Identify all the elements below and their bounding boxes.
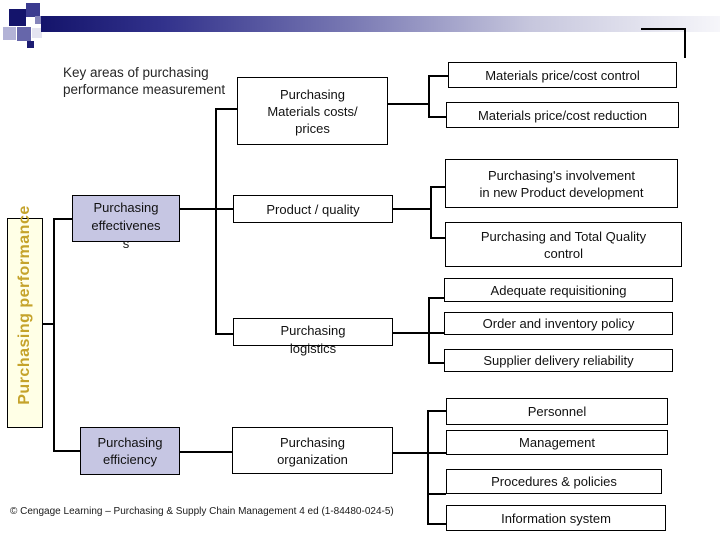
box-materials-costs-prices: Purchasing Materials costs/ prices: [237, 77, 388, 145]
box-order-inventory-policy: Order and inventory policy: [444, 312, 673, 335]
box-label: Purchasing's involvement in new Product …: [479, 167, 644, 200]
box-label: Order and inventory policy: [482, 316, 635, 331]
box-label: Personnel: [527, 404, 587, 419]
connector: [427, 493, 446, 495]
page-title: Key areas of purchasing performance meas…: [63, 65, 226, 97]
connector: [393, 452, 446, 454]
connector: [684, 28, 686, 58]
box-label: Management: [519, 435, 595, 450]
connector: [428, 75, 430, 117]
deco-square-icon: [26, 3, 40, 17]
deco-gradient-bar: [41, 16, 720, 32]
deco-square-icon: [17, 27, 31, 41]
deco-square-icon: [3, 27, 16, 40]
connector: [641, 28, 684, 30]
connector: [428, 297, 444, 299]
connector: [430, 237, 445, 239]
box-information-system: Information system: [446, 505, 666, 531]
box-label: Purchasing logistics: [280, 323, 346, 356]
side-label: Purchasing performance: [16, 205, 33, 405]
connector: [430, 186, 432, 238]
box-supplier-delivery-reliability: Supplier delivery reliability: [444, 349, 673, 372]
box-label: Adequate requisitioning: [490, 282, 627, 298]
connector: [427, 410, 446, 412]
box-label: Information system: [501, 510, 611, 526]
deco-square-icon: [9, 9, 26, 26]
box-purchasing-effectiveness: Purchasing effectivenes s: [72, 195, 180, 251]
connector: [427, 410, 429, 524]
connector: [388, 103, 428, 105]
connector: [43, 323, 53, 325]
connector: [428, 75, 448, 77]
connector: [215, 108, 237, 110]
connector: [53, 450, 80, 452]
box-label: Product / quality: [266, 201, 360, 217]
deco-square-icon: [35, 16, 43, 24]
connector: [393, 332, 444, 334]
box-materials-price-cost-reduction: Materials price/cost reduction: [446, 102, 679, 128]
box-label: Purchasing organization: [277, 434, 348, 467]
deco-square-icon: [27, 41, 34, 48]
box-management: Management: [446, 430, 668, 455]
box-procedures-policies: Procedures & policies: [446, 469, 662, 494]
connector: [428, 362, 444, 364]
box-personnel: Personnel: [446, 398, 668, 425]
connector: [430, 186, 445, 188]
box-label: Purchasing Materials costs/ prices: [267, 86, 358, 136]
box-label: Purchasing effectivenes s: [91, 200, 161, 251]
connector: [53, 218, 72, 220]
box-purchasing-efficiency: Purchasing efficiency: [80, 427, 180, 475]
box-label: Purchasing and Total Quality control: [480, 228, 647, 261]
box-label: Supplier delivery reliability: [483, 353, 634, 368]
connector: [215, 108, 217, 334]
side-label-box: [7, 218, 43, 428]
box-label: Materials price/cost reduction: [477, 107, 648, 123]
connector: [393, 208, 430, 210]
connector: [427, 523, 446, 525]
box-purchasing-logistics: Purchasing logistics: [233, 318, 393, 356]
connector: [215, 333, 233, 335]
box-adequate-requisitioning: Adequate requisitioning: [444, 278, 673, 302]
box-product-quality: Product / quality: [233, 195, 393, 223]
box-materials-price-cost-control: Materials price/cost control: [448, 62, 677, 88]
box-label: Procedures & policies: [491, 474, 617, 489]
box-new-product-involvement: Purchasing's involvement in new Product …: [445, 159, 678, 208]
connector: [428, 116, 446, 118]
connector: [180, 451, 232, 453]
box-total-quality-control: Purchasing and Total Quality control: [445, 222, 682, 267]
box-purchasing-organization: Purchasing organization: [232, 427, 393, 474]
copyright-footer: © Cengage Learning – Purchasing & Supply…: [10, 506, 394, 517]
connector: [180, 208, 233, 210]
box-label: Materials price/cost control: [485, 67, 640, 83]
deco-square-icon: [32, 28, 42, 38]
box-label: Purchasing efficiency: [97, 435, 163, 467]
connector: [428, 297, 430, 363]
connector: [53, 218, 55, 450]
